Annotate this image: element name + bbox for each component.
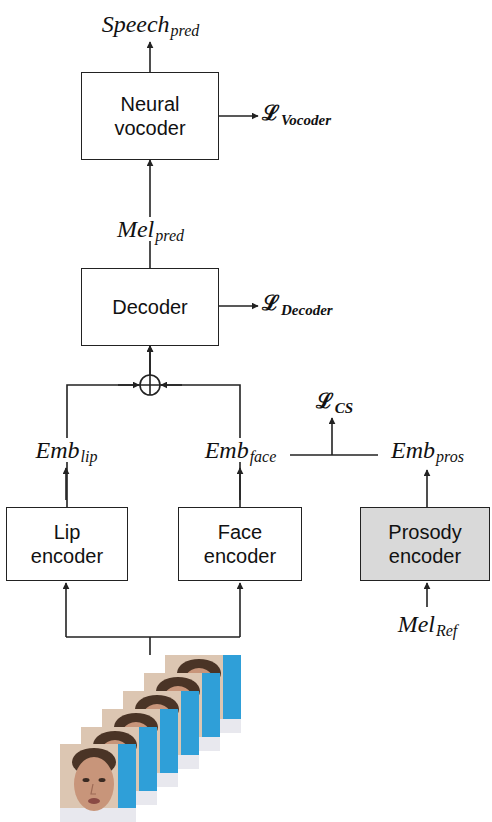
box-label: Lip encoder [23,520,111,568]
loss-arrow [219,115,258,117]
subscript-label: Vocoder [281,113,331,128]
box-label: Face encoder [195,520,285,568]
symbol-label: Speech [102,12,170,36]
embedding-arrow [426,470,428,507]
face-frames [60,655,241,822]
subscript-label: pred [155,228,184,244]
symbol-label: ℒ [262,102,280,123]
encoder-box: Lip encoder [6,507,128,581]
subscript-label: Decoder [281,303,333,318]
subscript-label: CS [335,401,353,416]
subscript-label: pred [171,23,200,39]
sum-symbol [140,375,160,395]
vocoder-box: Neural vocoder [81,72,219,160]
input-arrow [239,583,241,637]
loss-arrow [331,418,333,455]
subscript-label: lip [81,449,98,465]
box-label: Decoder [112,295,188,319]
encoder-box: Face encoder [178,507,302,581]
symbol-label: Emb [205,438,249,462]
symbol-label: Emb [391,438,435,462]
subscript-label: Ref [436,623,457,639]
similarity-line [290,454,378,456]
subscript-label: pros [436,449,464,465]
symbol-label: Emb [36,438,80,462]
subscript-label: face [250,449,277,465]
box-label: Prosody encoder [375,520,475,568]
loss-arrow [219,305,258,307]
flow-arrow [149,160,151,268]
sum-input-arrow [118,384,139,386]
video-frame [60,744,136,822]
sum-input-arrow [161,384,182,386]
output-arrow [149,42,151,72]
reference-arrow [426,583,428,607]
embedding-arrow [239,468,241,500]
symbol-label: ℒ [316,390,334,411]
input-split-line [66,637,240,655]
flow-arrow [150,346,240,507]
encoder-box: Prosody encoder [360,507,490,581]
embedding-arrow [65,468,67,500]
input-arrow [65,583,67,637]
symbol-label: Mel [398,612,435,636]
decoder-box: Decoder [81,268,219,346]
box-label: Neural vocoder [94,92,206,140]
sum-symbol [140,375,160,395]
symbol-label: ℒ [262,292,280,313]
symbol-label: Mel [117,217,154,241]
flow-arrow [67,346,150,507]
